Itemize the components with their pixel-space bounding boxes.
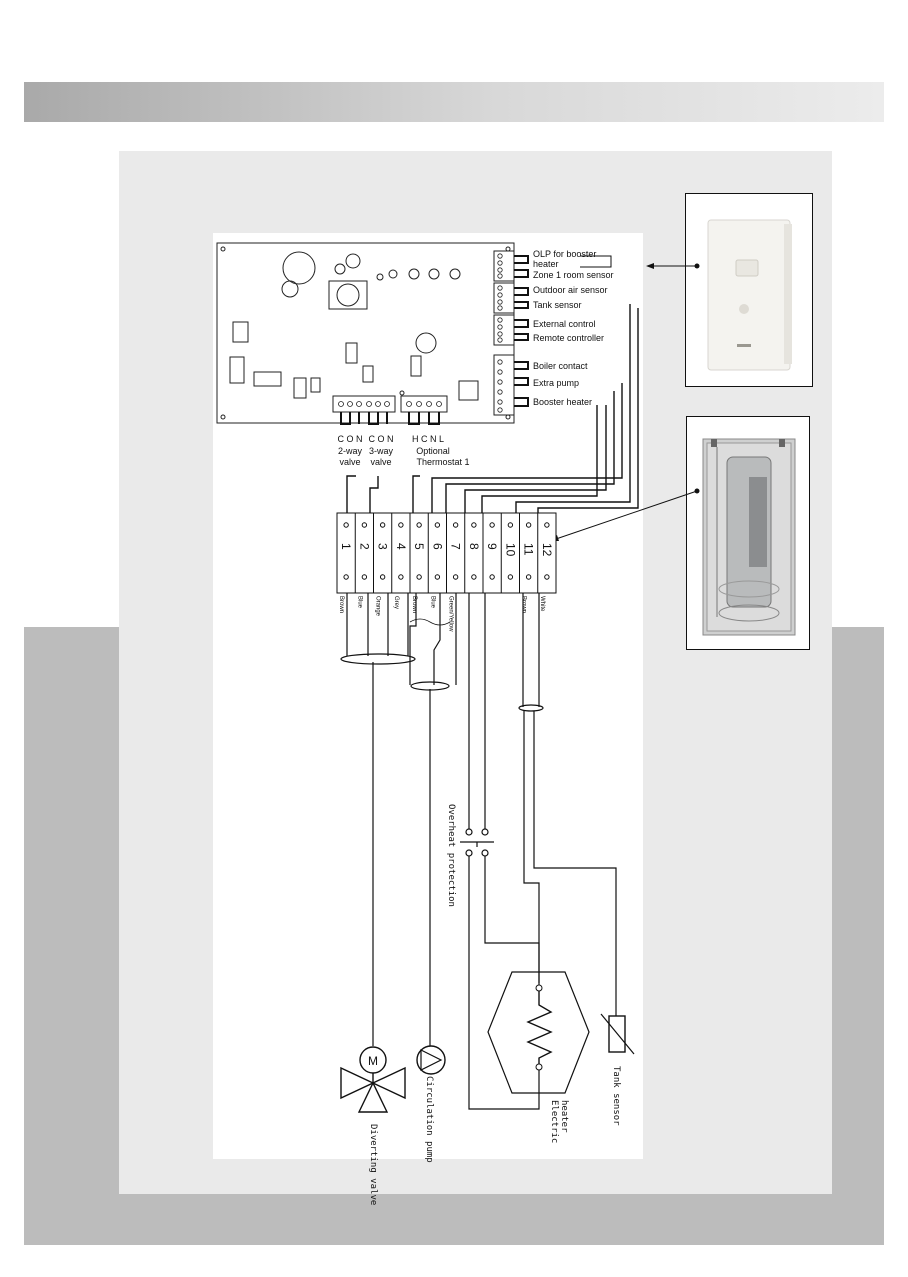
wire-color-label: Orange (375, 596, 381, 617)
olp-label-line1: OLP for booster (533, 249, 596, 259)
diverting-valve-symbol: M (340, 1046, 406, 1113)
outdoor-label: Outdoor air sensor (533, 285, 608, 295)
overheat-protection-label: Overheat protection (446, 804, 456, 907)
terminal-number: 10 (503, 543, 517, 557)
thermostat-label-line1: Optional (416, 446, 450, 456)
header-band (24, 82, 884, 122)
wire-color-label: Blue (429, 596, 435, 609)
terminal-number: 1 (339, 543, 353, 550)
diverting-valve-label: Diverting valve (368, 1124, 378, 1205)
terminal-screw (361, 574, 368, 580)
terminal-screw (525, 522, 532, 528)
controller-arrowhead (646, 263, 654, 269)
terminal-screw (361, 522, 368, 528)
terminal-screw (471, 574, 477, 580)
terminal-screw (434, 522, 441, 528)
valve3-pins: C O N (368, 434, 393, 444)
wire-color-label: White (539, 596, 545, 612)
remote-controller-label: Remote controller (533, 333, 604, 343)
wire-color-label: Blue (356, 596, 362, 609)
terminal-screw (471, 522, 477, 528)
controller-output-labels: OLP for booster heater Zone 1 room senso… (533, 249, 614, 407)
room-controller-image (707, 219, 792, 371)
terminal-screw (544, 574, 550, 580)
bottom-connectors: C O N 2-way valve C O N 3-way valve H C … (332, 395, 470, 467)
terminal-number: 8 (467, 543, 481, 550)
olp-label-line2: heater (533, 259, 559, 269)
terminal-number: 3 (376, 543, 390, 550)
terminal-screw (489, 574, 495, 580)
terminal-screw (452, 522, 459, 528)
terminal-number: 12 (540, 543, 554, 557)
wire-color-label: Brown (521, 596, 527, 613)
terminal-screw (507, 522, 514, 528)
tank-pointer-dot (694, 488, 700, 494)
valve3-label-line1: 3-way (369, 446, 394, 456)
terminal-screw (544, 522, 550, 528)
tank-sensor-symbol (600, 1013, 635, 1055)
terminal-number: 4 (394, 543, 408, 550)
terminal-number: 7 (449, 543, 463, 550)
right-connectors (493, 250, 612, 416)
booster-heater-label: Booster heater (533, 397, 592, 407)
terminal-number: 2 (357, 543, 371, 550)
circuit-board (216, 242, 515, 424)
valve3-label-line2: valve (370, 457, 391, 467)
tank-sensor-label: Tank sensor (533, 300, 582, 310)
wire-color-label: Brown (338, 596, 344, 613)
wire-color-label: Brown (411, 596, 417, 613)
terminal-screw (416, 522, 422, 528)
terminal-screw (343, 522, 349, 528)
water-tank-image (702, 438, 796, 636)
tank-sensor-component-label: Tank sensor (611, 1066, 621, 1126)
terminal-screw (416, 574, 422, 580)
terminal-screw (434, 574, 441, 580)
terminal-screw (379, 574, 386, 580)
terminal-screw (489, 522, 495, 528)
routing-wires (346, 304, 639, 513)
terminal-number: 6 (430, 543, 444, 550)
electric-heater-symbol (487, 971, 590, 1094)
electric-heater-label-line2: heater (559, 1100, 569, 1133)
valve2-label-line2: valve (339, 457, 360, 467)
valve2-pins: C O N (337, 434, 362, 444)
external-control-label: External control (533, 319, 596, 329)
wire-color-label: Green/Yellow (448, 596, 454, 632)
controller-pointer-dot (694, 263, 700, 269)
boiler-contact-label: Boiler contact (533, 361, 588, 371)
terminal-screw (452, 574, 459, 580)
circulation-pump-label: Circulation pump (424, 1076, 434, 1163)
tank-pointer-line (552, 490, 698, 541)
terminal-screw (398, 522, 404, 528)
extra-pump-label: Extra pump (533, 378, 579, 388)
terminal-screw (343, 574, 349, 580)
thermostat-pins: H C N L (412, 434, 444, 444)
motor-symbol: M (368, 1054, 378, 1068)
circulation-pump-symbol (416, 1045, 446, 1075)
valve2-label-line1: 2-way (338, 446, 363, 456)
wire-color-label: Grey (393, 596, 399, 609)
electric-heater-label-line1: Electric (549, 1100, 559, 1143)
terminal-screw (379, 522, 386, 528)
room-controller-photo (685, 193, 813, 387)
lower-wires (340, 593, 617, 1110)
terminal-screw (398, 574, 404, 580)
terminal-number: 9 (485, 543, 499, 550)
terminal-screw (507, 574, 514, 580)
water-tank-photo (686, 416, 810, 650)
thermostat-label-line2: Thermostat 1 (416, 457, 469, 467)
terminal-screw (525, 574, 532, 580)
zone1-label: Zone 1 room sensor (533, 270, 614, 280)
terminal-number: 5 (412, 543, 426, 550)
terminal-number: 11 (522, 543, 536, 556)
